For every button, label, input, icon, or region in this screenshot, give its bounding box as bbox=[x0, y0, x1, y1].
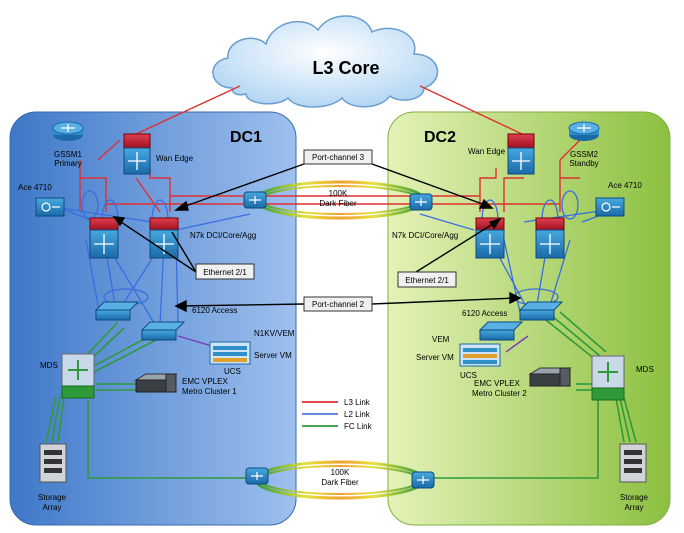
dc2-access-label: 6120 Access bbox=[462, 309, 507, 318]
fiber-bottom-line2: Dark Fiber bbox=[321, 478, 359, 487]
dc2-n7k-switch-right-icon bbox=[535, 217, 565, 259]
dc2-mds-switch-icon bbox=[591, 355, 625, 401]
dc2-storage-line1: Storage bbox=[620, 493, 649, 502]
dc2-vplex-storage-icon bbox=[528, 367, 572, 387]
legend-label-l2: L2 Link bbox=[344, 410, 371, 419]
dc1-vplex-line1: EMC VPLEX bbox=[182, 377, 228, 386]
fiber-bottom-line1: 100K bbox=[331, 468, 350, 477]
legend-label-l3: L3 Link bbox=[344, 398, 371, 407]
fiber-top-line2: Dark Fiber bbox=[319, 199, 357, 208]
port-channel-2-label: Port-channel 2 bbox=[312, 300, 365, 309]
dc1-vplex-line2: Metro Cluster 1 bbox=[182, 387, 237, 396]
dc1-gssm-label: GSSM1 bbox=[54, 150, 83, 159]
dc2-gssm-role: Standby bbox=[569, 159, 598, 168]
dc2-vplex-line2: Metro Cluster 2 bbox=[472, 389, 527, 398]
ethernet-right-label: Ethernet 2/1 bbox=[405, 276, 449, 285]
dc1-vplex-storage-icon bbox=[134, 373, 178, 393]
dc1-wan-edge-switch-icon bbox=[123, 133, 151, 175]
callout-port-channel-2: Port-channel 2 bbox=[303, 296, 373, 312]
router-icon bbox=[52, 121, 84, 141]
callout-arrows bbox=[112, 163, 522, 313]
dc1-n7k-switch-left-icon bbox=[89, 217, 119, 259]
dc1-ucs-server-icon bbox=[209, 341, 251, 365]
dc1-mds-switch-icon bbox=[61, 353, 95, 399]
dc2-ace-label: Ace 4710 bbox=[608, 181, 642, 190]
l3-core-cloud: L3 Core bbox=[212, 15, 439, 108]
dc2-storage-array-icon bbox=[619, 443, 647, 483]
dc1-access-switch-right-icon bbox=[140, 321, 186, 341]
dc1-access-label: 6120 Access bbox=[192, 306, 237, 315]
dc1-storage-line1: Storage bbox=[38, 493, 67, 502]
dc1-title: DC1 bbox=[230, 129, 262, 146]
legend: L3 Link L2 Link FC Link bbox=[302, 398, 373, 431]
dc2-vem-label: VEM bbox=[432, 335, 450, 344]
dc1-n1kv-label: N1KV/VEM bbox=[254, 329, 295, 338]
dc1-mds-label: MDS bbox=[40, 361, 58, 370]
dc2-gssm-label: GSSM2 bbox=[570, 150, 599, 159]
dc1-n7k-label: N7k DCI/Core/Agg bbox=[190, 231, 256, 240]
port-channel-3-label: Port-channel 3 bbox=[312, 153, 365, 162]
dc1-access-switch-left-icon bbox=[94, 301, 140, 321]
dc2-n7k-switch-left-icon bbox=[475, 217, 505, 259]
dc2-ace-load-balancer-icon bbox=[595, 197, 625, 217]
vm-links bbox=[177, 335, 529, 353]
fiber-top-line1: 100K bbox=[329, 189, 348, 198]
legend-label-fc: FC Link bbox=[344, 422, 373, 431]
dc2-storage-line2: Array bbox=[624, 503, 643, 512]
callout-port-channel-3: Port-channel 3 bbox=[303, 149, 373, 165]
callout-ethernet-right: Ethernet 2/1 bbox=[397, 271, 457, 288]
dc1-storage-line2: Array bbox=[42, 503, 61, 512]
dc2-server-vm-label: Server VM bbox=[416, 353, 454, 362]
optical-device-bottom-right bbox=[411, 471, 435, 489]
dc1-ucs-label: UCS bbox=[224, 367, 241, 376]
dc2-title: DC2 bbox=[424, 129, 456, 146]
dc2-wan-edge-switch-icon bbox=[507, 133, 535, 175]
dc2-access-switch-right-icon bbox=[518, 301, 564, 321]
dc2-mds-label: MDS bbox=[636, 365, 654, 374]
dc2-access-switch-left-icon bbox=[478, 321, 524, 341]
dc2-ucs-server-icon bbox=[459, 343, 501, 367]
optical-device-top-left bbox=[243, 191, 267, 209]
optical-device-bottom-left bbox=[245, 467, 269, 485]
dc2-ucs-label: UCS bbox=[460, 371, 477, 380]
dc1-n7k-switch-right-icon bbox=[149, 217, 179, 259]
dc2-wan-edge-label: Wan Edge bbox=[468, 147, 506, 156]
dc1-storage-array-icon bbox=[39, 443, 67, 483]
router-icon bbox=[568, 121, 600, 141]
ethernet-left-label: Ethernet 2/1 bbox=[203, 268, 247, 277]
dc1-region bbox=[9, 111, 297, 526]
core-title: L3 Core bbox=[312, 58, 379, 78]
dc1-wan-edge-label: Wan Edge bbox=[156, 154, 194, 163]
dc2-vplex-line1: EMC VPLEX bbox=[474, 379, 520, 388]
callout-ethernet-left: Ethernet 2/1 bbox=[195, 263, 255, 280]
optical-device-top-right bbox=[409, 193, 433, 211]
dc1-server-vm-label: Server VM bbox=[254, 351, 292, 360]
dc1-ace-load-balancer-icon bbox=[35, 197, 65, 217]
dc2-n7k-label: N7k DCI/Core/Agg bbox=[392, 231, 458, 240]
dc1-ace-label: Ace 4710 bbox=[18, 183, 52, 192]
dc1-gssm-role: Primary bbox=[54, 159, 82, 168]
fc-links bbox=[45, 311, 637, 479]
